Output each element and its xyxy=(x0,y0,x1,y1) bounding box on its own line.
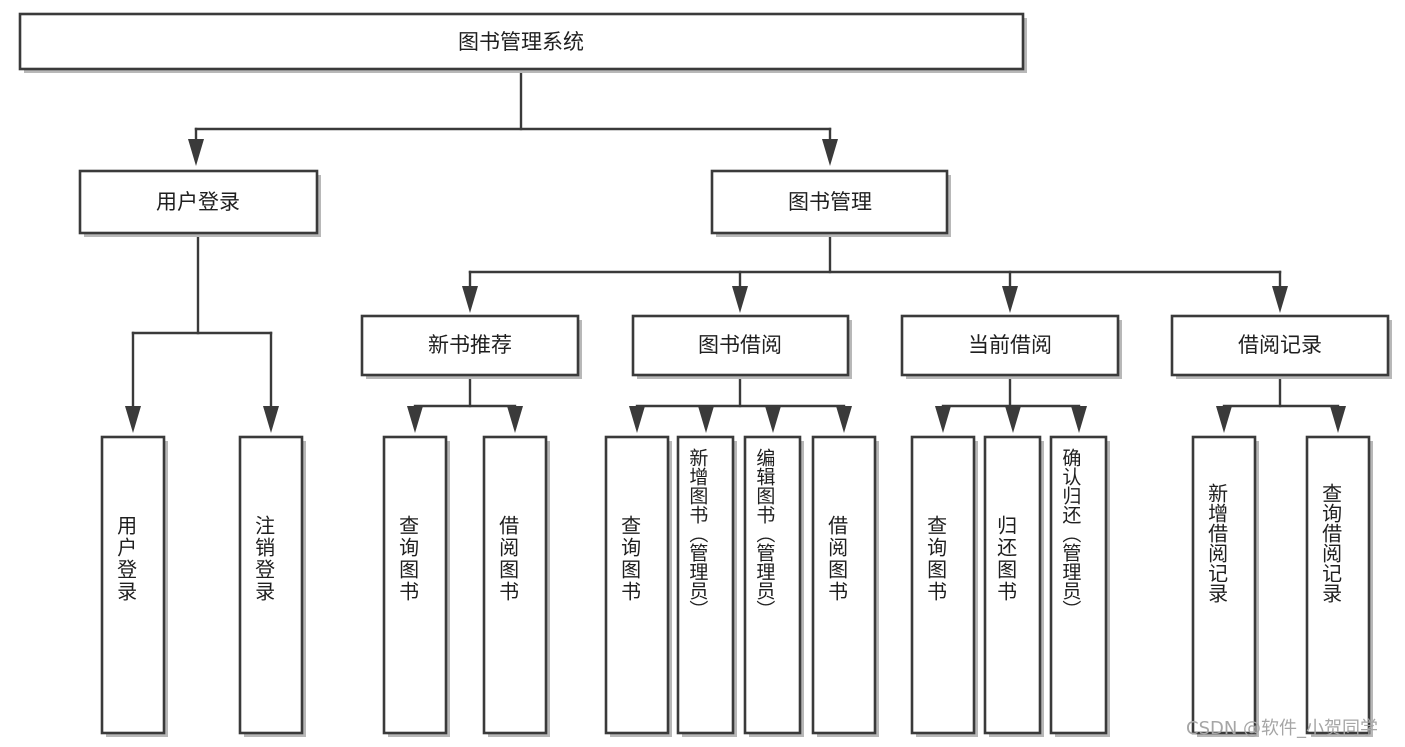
node-current-borrow[interactable]: 当前借阅 xyxy=(900,314,1122,379)
node-book-borrow-label: 图书借阅 xyxy=(698,333,782,357)
leaf-cb-confirm-return-label: 确认归还（管理员） xyxy=(1059,448,1082,619)
node-book-manage-label: 图书管理 xyxy=(788,190,872,214)
connector-book-manage-to-level3 xyxy=(462,231,1288,313)
arrow-head-borrow-record xyxy=(1272,286,1288,313)
arrow-head-leaf-bb-add xyxy=(698,406,714,433)
leaf-bb-edit-box[interactable] xyxy=(743,435,802,735)
arrow-head-leaf-nb-borrow xyxy=(507,406,523,433)
connector-new-book-recommend-to-leaves xyxy=(407,373,523,433)
leaf-cb-return-label: 归还图书 xyxy=(993,515,1018,603)
leaf-bb-query-label: 查询图书 xyxy=(617,515,642,603)
arrow-head-book-manage xyxy=(822,139,838,166)
arrow-head-leaf-user-logout xyxy=(263,406,279,433)
leaf-bb-add-box[interactable] xyxy=(676,435,735,735)
leaf-bb-borrow-box[interactable] xyxy=(811,435,877,735)
node-new-book-recommend[interactable]: 新书推荐 xyxy=(360,314,582,379)
leaf-cb-query-label: 查询图书 xyxy=(923,515,948,603)
arrow-head-leaf-bb-borrow xyxy=(836,406,852,433)
leaf-user-login-label: 用户登录 xyxy=(113,515,138,603)
node-borrow-record[interactable]: 借阅记录 xyxy=(1170,314,1392,379)
node-user-login-label: 用户登录 xyxy=(156,190,240,214)
arrow-head-leaf-cb-query xyxy=(935,406,951,433)
arrow-head-new-book-recommend xyxy=(462,286,478,313)
node-root-box[interactable] xyxy=(18,12,1025,71)
leaf-nb-query-box[interactable] xyxy=(382,435,448,735)
arrow-head-leaf-user-login xyxy=(125,406,141,433)
arrow-head-leaf-br-add xyxy=(1216,406,1232,433)
leaf-bb-borrow-label: 借阅图书 xyxy=(824,515,849,603)
node-book-borrow-box[interactable] xyxy=(631,314,850,377)
leaf-user-login-box[interactable] xyxy=(100,435,166,735)
arrow-head-leaf-cb-return xyxy=(1005,406,1021,433)
arrow-head-leaf-bb-edit xyxy=(765,406,781,433)
node-borrow-record-label: 借阅记录 xyxy=(1238,333,1322,357)
leaf-bb-edit-label: 编辑图书（管理员） xyxy=(753,448,776,619)
leaf-cb-return-box[interactable] xyxy=(983,435,1042,735)
arrow-head-leaf-bb-query xyxy=(629,406,645,433)
leaf-bb-add-label: 新增图书（管理员） xyxy=(686,448,709,619)
node-new-book-recommend-box[interactable] xyxy=(360,314,580,377)
leaf-nb-query-label: 查询图书 xyxy=(395,515,420,603)
leaf-boxes xyxy=(100,435,1373,737)
arrow-head-book-borrow xyxy=(732,286,748,313)
csdn-watermark: CSDN @软件_小贺同学 xyxy=(1186,718,1379,739)
leaf-nb-borrow-box[interactable] xyxy=(482,435,548,735)
arrow-head-leaf-br-query xyxy=(1330,406,1346,433)
leaf-user-logout-label: 注销登录 xyxy=(251,515,276,603)
connector-user-login-to-leaves xyxy=(125,231,279,433)
connector-root-to-level2 xyxy=(188,67,838,166)
node-book-manage[interactable]: 图书管理 xyxy=(710,169,951,237)
leaf-br-query-label: 查询借阅记录 xyxy=(1318,483,1343,603)
node-user-login[interactable]: 用户登录 xyxy=(78,169,321,237)
leaf-user-logout-box[interactable] xyxy=(238,435,304,735)
arrow-head-user-login xyxy=(188,139,204,166)
leaf-br-add-label: 新增借阅记录 xyxy=(1204,483,1229,603)
node-current-borrow-label: 当前借阅 xyxy=(968,333,1052,357)
leaf-br-query-box[interactable] xyxy=(1305,435,1371,735)
node-user-login-box[interactable] xyxy=(78,169,319,235)
leaf-nb-borrow-label: 借阅图书 xyxy=(495,515,520,603)
leaf-bb-query-box[interactable] xyxy=(604,435,670,735)
node-current-borrow-box[interactable] xyxy=(900,314,1120,377)
connector-borrow-record-to-leaves xyxy=(1216,373,1346,433)
node-root-label: 图书管理系统 xyxy=(458,30,584,54)
node-book-manage-box[interactable] xyxy=(710,169,949,235)
node-new-book-recommend-label: 新书推荐 xyxy=(428,333,512,357)
connector-book-borrow-to-leaves xyxy=(629,373,852,433)
arrow-head-current-borrow xyxy=(1002,286,1018,313)
leaf-br-add-box[interactable] xyxy=(1191,435,1257,735)
node-book-borrow[interactable]: 图书借阅 xyxy=(631,314,852,379)
node-borrow-record-box[interactable] xyxy=(1170,314,1390,377)
leaf-cb-query-box[interactable] xyxy=(910,435,976,735)
node-root[interactable]: 图书管理系统 xyxy=(18,12,1027,73)
arrow-head-leaf-cb-confirm-return xyxy=(1071,406,1087,433)
arrow-head-leaf-nb-query xyxy=(407,406,423,433)
leaf-cb-confirm-return-box[interactable] xyxy=(1049,435,1108,735)
connector-current-borrow-to-leaves xyxy=(935,373,1087,433)
